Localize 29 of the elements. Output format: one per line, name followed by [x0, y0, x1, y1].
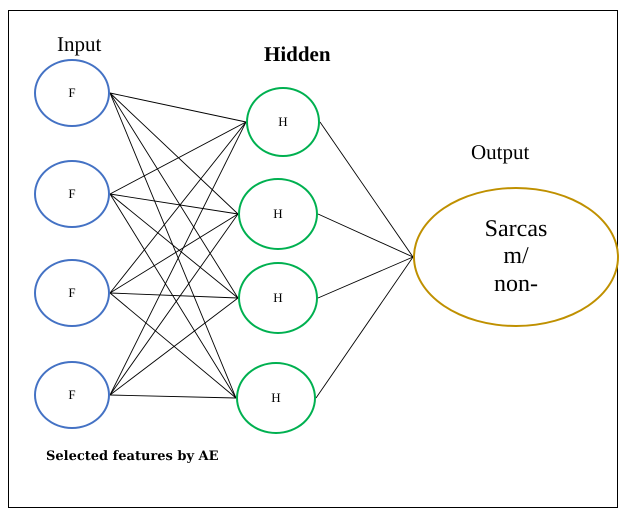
node-label: F	[68, 86, 76, 100]
connection-line	[110, 292, 238, 298]
layer-heading: Input	[57, 33, 102, 56]
connection-line	[110, 92, 238, 214]
connection-line	[318, 214, 414, 258]
node-label: Sarcas m/ non-	[484, 216, 548, 298]
connection-line	[110, 92, 246, 122]
connection-line	[110, 194, 238, 214]
layer-heading: Hidden	[264, 43, 331, 66]
node-label: H	[273, 290, 283, 306]
connection-line	[110, 92, 238, 298]
node-label: H	[271, 390, 281, 406]
connection-line	[110, 122, 246, 294]
node-label: F	[68, 186, 76, 202]
connection-line	[316, 256, 414, 398]
node-label: F	[68, 286, 76, 300]
node-label: H	[278, 114, 288, 130]
layer-heading: Output	[471, 141, 530, 164]
connection-line	[110, 214, 238, 294]
connection-line	[320, 122, 414, 258]
node-label: H	[273, 206, 283, 222]
connection-line	[110, 122, 246, 194]
connection-line	[110, 92, 236, 398]
connection-line	[110, 394, 236, 398]
connection-line	[318, 256, 414, 298]
connection-line	[110, 194, 238, 298]
caption-text: Selected features by AE	[46, 450, 219, 464]
connection-line	[110, 122, 246, 396]
node-label: F	[68, 388, 76, 402]
